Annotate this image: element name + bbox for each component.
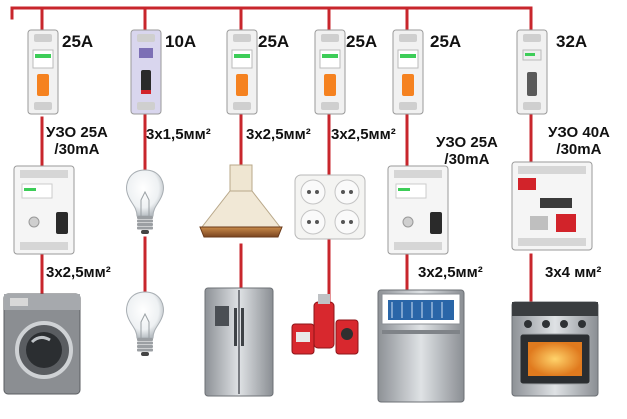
breaker-2 — [130, 29, 162, 115]
breaker-rating-5: 25A — [430, 32, 462, 51]
refrigerator — [204, 287, 274, 397]
breaker-5 — [392, 29, 424, 115]
breaker-rating-2: 10A — [165, 32, 197, 51]
breaker-6 — [516, 29, 548, 115]
breaker-1 — [27, 29, 59, 115]
rcd-rating-6: УЗО 40А/30mA — [548, 124, 610, 158]
breaker-rating-6: 32A — [556, 32, 588, 51]
rcd-rating-1-line2: /30mA — [54, 141, 100, 158]
cable-label-4: 3x2,5мм² — [331, 126, 396, 143]
rcd-rating-6-line1: УЗО 40А — [548, 124, 610, 141]
dishwasher — [377, 289, 465, 403]
bulb-2 — [126, 291, 164, 356]
rcd-rating-5: УЗО 25А/30mA — [436, 134, 498, 168]
cable-label-1: 3x2,5мм² — [46, 264, 111, 281]
cable-label-2: 3x1,5мм² — [146, 126, 211, 143]
bulb-1 — [126, 169, 164, 234]
main-bus-wire — [10, 6, 533, 20]
cable-label-3: 3x2,5мм² — [246, 126, 311, 143]
cable-label-6: 3x4 мм² — [545, 264, 602, 281]
rcd-rating-5-line2: /30mA — [444, 151, 490, 168]
socket-block — [294, 174, 366, 240]
kitchen-appliances — [291, 294, 359, 355]
breaker-rating-3: 25A — [258, 32, 290, 51]
rcd-5 — [387, 165, 449, 255]
range-hood — [199, 164, 283, 238]
rcd-6 — [511, 161, 593, 251]
breaker-4 — [314, 29, 346, 115]
rcd-rating-1: УЗО 25А/30mA — [46, 124, 108, 158]
rcd-rating-6-line2: /30mA — [556, 141, 602, 158]
rcd-rating-1-line1: УЗО 25А — [46, 124, 108, 141]
rcd-rating-5-line1: УЗО 25А — [436, 134, 498, 151]
rcd-1 — [13, 165, 75, 255]
breaker-3 — [226, 29, 258, 115]
breaker-rating-1: 25A — [62, 32, 94, 51]
washing-machine — [3, 293, 81, 395]
breaker-rating-4: 25A — [346, 32, 378, 51]
electric-stove — [511, 301, 599, 397]
cable-label-5: 3x2,5мм² — [418, 264, 483, 281]
